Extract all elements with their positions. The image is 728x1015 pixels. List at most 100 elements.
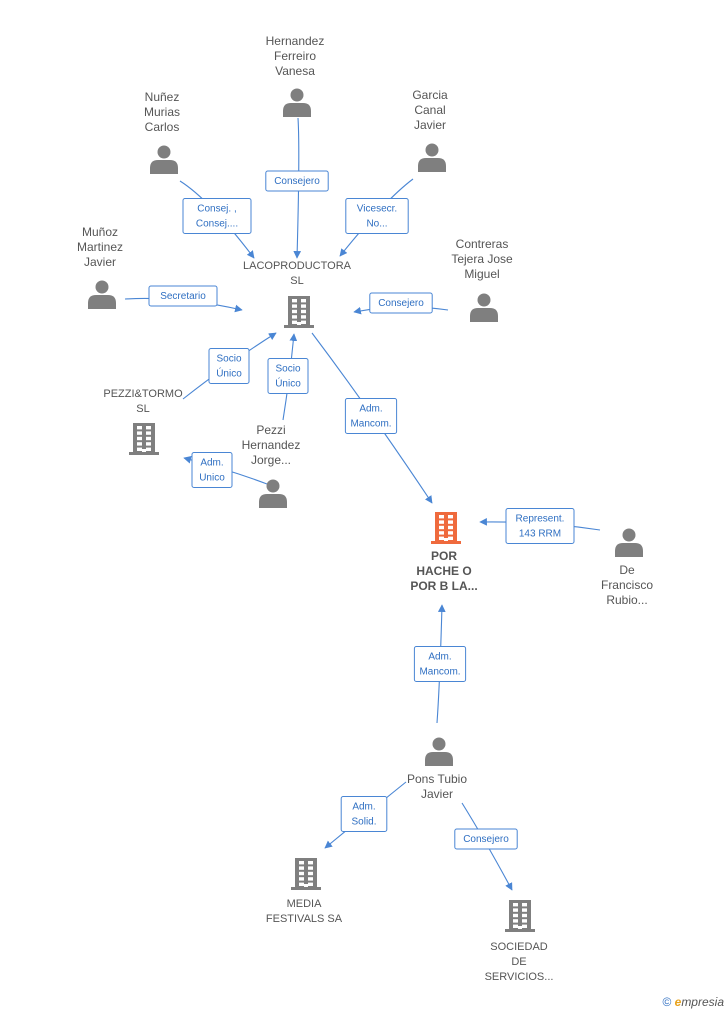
- edge-label-text: Adm.: [200, 458, 223, 469]
- edge-label-text: Mancom.: [419, 667, 460, 678]
- node-pezzi[interactable]: PezziHernandezJorge...: [242, 423, 301, 508]
- edge-label-box: [340, 796, 388, 832]
- node-label: POR: [431, 549, 457, 563]
- edge-label-laco-to-porhache[interactable]: Adm.Mancom.: [344, 398, 398, 434]
- node-label: Pezzi: [256, 423, 285, 437]
- copyright-symbol: ©: [662, 995, 672, 1009]
- edge-label-text: Socio: [216, 354, 241, 365]
- node-label: LACOPRODUCTORA: [243, 260, 352, 272]
- edge-label-text: No...: [366, 219, 387, 230]
- edge-label-defrancisco-to-porhache[interactable]: Represent. 143 RRM: [505, 508, 575, 544]
- node-label: Jorge...: [251, 453, 291, 467]
- node-label: Ferreiro: [274, 49, 316, 63]
- edge-label-box: [182, 198, 252, 234]
- person-icon: [283, 88, 311, 117]
- edge-label-text: 143 RRM: [519, 529, 561, 540]
- edge-label-pons-to-porhache[interactable]: Adm.Mancom.: [413, 646, 467, 682]
- node-label: Contreras: [456, 237, 509, 251]
- nodes-layer: HernandezFerreiroVanesaNuñezMuriasCarlos…: [77, 34, 653, 983]
- edge-label-hernandez-to-laco[interactable]: Consejero: [265, 170, 329, 192]
- person-icon: [88, 280, 116, 309]
- node-label: Canal: [414, 103, 445, 117]
- node-label: SL: [136, 403, 149, 415]
- edge-label-text: Secretario: [160, 291, 206, 302]
- node-sociedad[interactable]: SOCIEDADDESERVICIOS...: [485, 900, 554, 983]
- edge-label-box: [345, 198, 409, 234]
- node-label: Murias: [144, 105, 180, 119]
- edge-label-box: [267, 358, 309, 394]
- edge-label-text: Consejero: [463, 834, 509, 845]
- person-icon: [418, 143, 446, 172]
- person-icon: [150, 145, 178, 174]
- node-label: Rubio...: [606, 593, 647, 607]
- node-label: De: [619, 563, 635, 577]
- edge-label-pezzi-to-pezzitormo[interactable]: Adm. Unico: [191, 452, 233, 488]
- edge-label-text: Solid.: [351, 817, 376, 828]
- edge-label-text: Consejero: [274, 176, 320, 187]
- edge-label-pons-to-media[interactable]: Adm. Solid.: [340, 796, 388, 832]
- node-label: Martinez: [77, 240, 123, 254]
- edge-label-garcia-to-laco[interactable]: Vicesecr.No...: [345, 198, 409, 234]
- node-label: Garcia: [412, 88, 448, 102]
- node-label: HACHE O: [416, 564, 471, 578]
- edge-label-nunez-to-laco[interactable]: Consej. , Consej....: [182, 198, 252, 234]
- person-icon: [470, 293, 498, 322]
- node-label: Javier: [414, 118, 446, 132]
- node-laco[interactable]: LACOPRODUCTORA SL: [243, 260, 352, 328]
- node-label: Javier: [421, 787, 453, 801]
- node-label: SERVICIOS...: [485, 971, 554, 983]
- edge-label-box: [208, 348, 250, 384]
- brand-logo-e: e: [674, 995, 682, 1009]
- building-icon: [291, 858, 321, 890]
- building-icon: [431, 512, 461, 544]
- edge-label-box: [148, 285, 218, 307]
- node-label: Pons Tubio: [407, 772, 467, 786]
- node-defrancisco[interactable]: DeFranciscoRubio...: [601, 528, 653, 608]
- edge-label-text: Consej....: [196, 219, 238, 230]
- building-icon: [284, 296, 314, 328]
- edge-label-pons-to-sociedad[interactable]: Consejero: [454, 828, 518, 850]
- node-label: Nuñez: [145, 90, 180, 104]
- node-label: SL: [290, 275, 303, 287]
- node-label: MEDIA: [287, 898, 323, 910]
- node-label: Tejera Jose: [451, 252, 513, 266]
- node-label: Miguel: [464, 267, 499, 281]
- brand-name: mpresia: [681, 995, 724, 1009]
- edge-label-box: [454, 828, 518, 850]
- edge-label-munoz-to-laco[interactable]: Secretario: [148, 285, 218, 307]
- edge-label-text: Único: [216, 367, 242, 380]
- footer-brand[interactable]: © empresia: [662, 995, 724, 1009]
- node-label: Francisco: [601, 578, 653, 592]
- node-label: POR B LA...: [410, 579, 477, 593]
- node-label: Vanesa: [275, 64, 315, 78]
- edge-label-box: [413, 646, 467, 682]
- edge-label-text: Adm.: [352, 802, 375, 813]
- edge-label-box: [505, 508, 575, 544]
- edge-label-box: [344, 398, 398, 434]
- building-icon: [129, 423, 159, 455]
- edge-label-contreras-to-laco[interactable]: Consejero: [369, 292, 433, 314]
- edge-label-box: [369, 292, 433, 314]
- person-icon: [425, 737, 453, 766]
- edge-label-text: Consej. ,: [197, 204, 236, 215]
- node-media[interactable]: MEDIA FESTIVALS SA: [266, 858, 343, 925]
- node-label: FESTIVALS SA: [266, 913, 343, 925]
- node-label: Hernandez: [242, 438, 301, 452]
- node-label: Muñoz: [82, 225, 118, 239]
- node-label: SOCIEDAD: [490, 941, 548, 953]
- person-icon: [259, 479, 287, 508]
- edge-label-text: Represent.: [516, 514, 565, 525]
- edge-label-text: Consejero: [378, 298, 424, 309]
- edge-label-text: Unico: [199, 473, 225, 484]
